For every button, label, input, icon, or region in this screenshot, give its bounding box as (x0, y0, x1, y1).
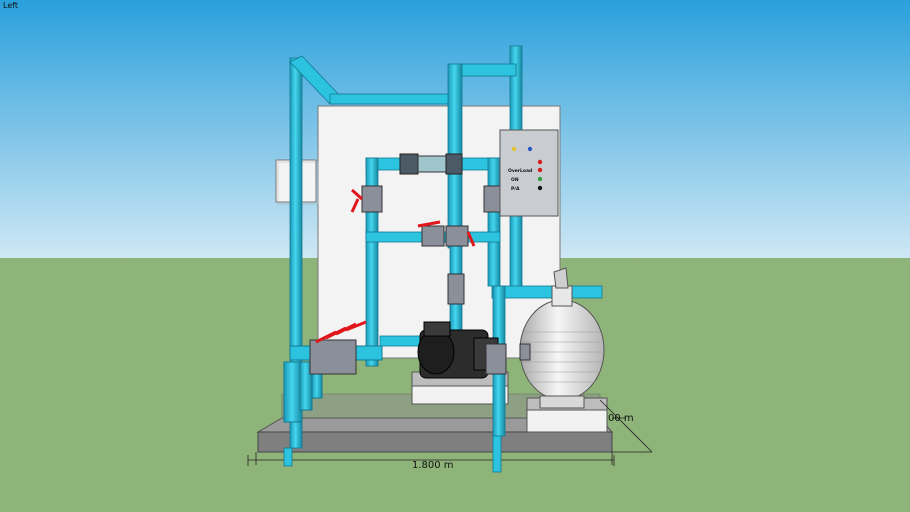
depth-dimension (599, 399, 653, 453)
view-name-label: Left (3, 1, 19, 10)
overload-button[interactable] (537, 167, 543, 173)
overload-lamp (537, 159, 543, 165)
ball-valve-middle[interactable] (417, 220, 476, 247)
sand-filter[interactable] (519, 267, 605, 409)
width-dimension (247, 452, 615, 466)
ball-valve-left[interactable] (350, 185, 383, 213)
overload-label: OverLoad (508, 168, 532, 174)
union-fitting-vertical[interactable] (447, 273, 465, 305)
inlet-manifold[interactable] (283, 320, 383, 423)
pump-selector-knob[interactable] (537, 185, 543, 191)
circulation-pump[interactable] (417, 321, 507, 379)
on-button[interactable] (537, 176, 543, 182)
pump-label: P/A (511, 186, 520, 192)
indicator-lamp-yellow (511, 146, 517, 152)
on-label: ON (511, 177, 519, 183)
sight-glass[interactable] (399, 153, 463, 175)
depth-dimension-label: 00 m (608, 413, 634, 424)
width-dimension-label: 1.800 m (412, 460, 454, 471)
control-panel[interactable]: OverLoad ON P/A (499, 129, 559, 217)
indicator-lamp-blue (527, 146, 533, 152)
